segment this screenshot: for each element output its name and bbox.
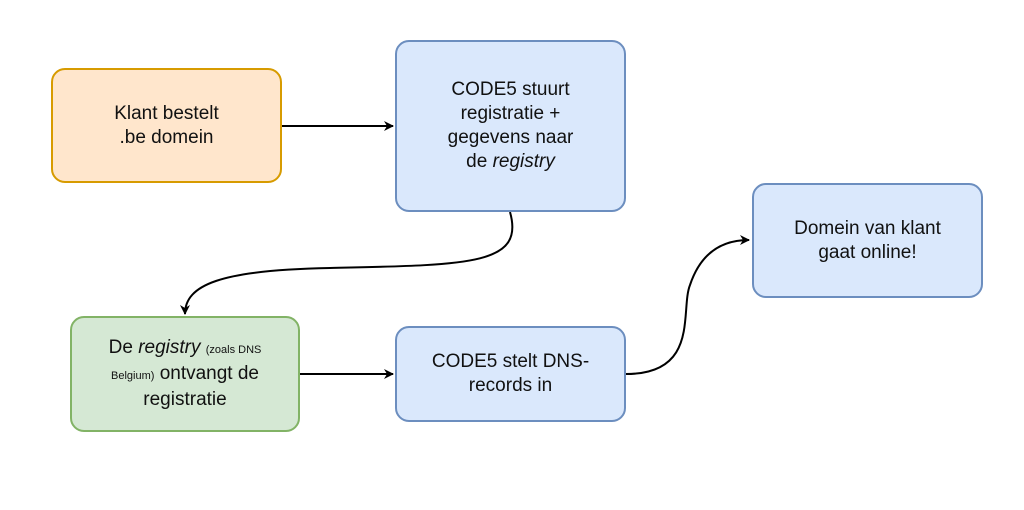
node-registry-line3: registratie — [143, 389, 227, 410]
node-code5-stuurt-line4-em: registry — [492, 151, 555, 172]
node-registry-prefix: De — [108, 337, 139, 358]
node-domein-online: Domein van klant gaat online! — [752, 183, 983, 298]
node-code5-stuurt-line3: gegevens naar — [447, 127, 574, 148]
node-registry-small1: (zoals DNS — [205, 344, 262, 356]
node-klant-bestelt: Klant bestelt .be domein — [51, 68, 282, 183]
node-code5-stuurt: CODE5 stuurt registratie + gegevens naar… — [395, 40, 626, 212]
node-registry-em: registry — [138, 337, 201, 358]
node-code5-stelt-dns: CODE5 stelt DNS- records in — [395, 326, 626, 422]
edge-dns-to-online — [625, 235, 750, 375]
node-registry-small2: Belgium) — [111, 370, 155, 382]
node-code5-stuurt-line4-prefix: de — [466, 151, 493, 172]
node-code5-stuurt-line4: de registry — [448, 150, 574, 174]
node-domein-online-line1: Domein van klant — [794, 217, 941, 239]
node-code5-stelt-dns-line1: CODE5 stelt DNS- — [431, 351, 590, 372]
node-code5-stelt-dns-line2: records in — [468, 375, 553, 396]
node-code5-stuurt-line2: registratie + — [460, 103, 561, 124]
edge-send-to-registry — [180, 211, 514, 315]
node-registry-line2: Belgium) ontvangt de — [109, 362, 262, 388]
node-klant-bestelt-line2: .be domein — [119, 126, 214, 148]
node-klant-bestelt-line1: Klant bestelt — [114, 102, 219, 124]
node-registry-line2-rest: ontvangt de — [159, 363, 259, 384]
node-registry: De registry (zoals DNS Belgium) ontvangt… — [70, 316, 300, 432]
node-registry-line1: De registry (zoals DNS — [109, 336, 262, 362]
node-domein-online-line2: gaat online! — [818, 241, 917, 263]
node-code5-stuurt-line1: CODE5 stuurt — [451, 79, 570, 100]
